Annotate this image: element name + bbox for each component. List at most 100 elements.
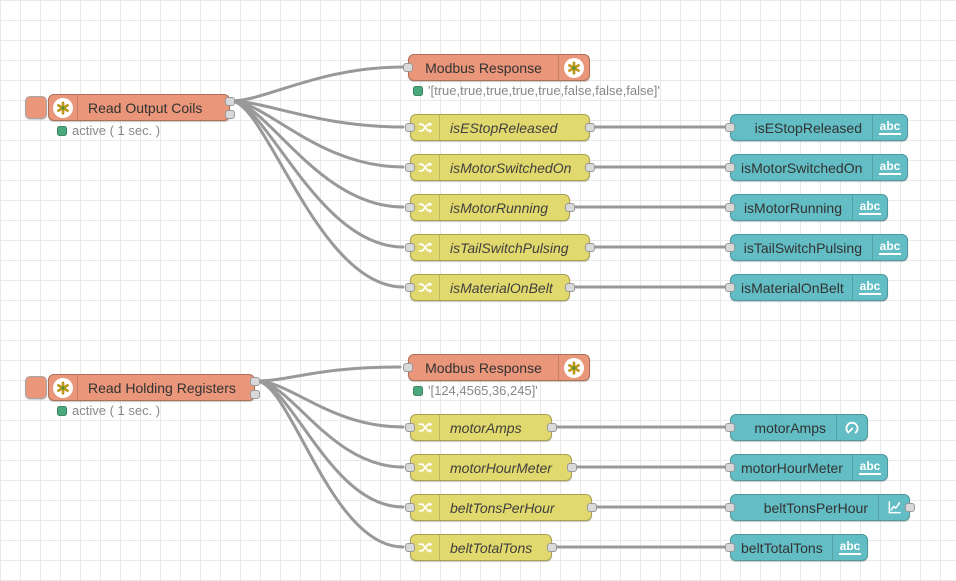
shuffle-icon <box>411 155 440 180</box>
node-uigauge-motoramps[interactable]: motorAmps <box>730 414 868 441</box>
output-port[interactable] <box>567 463 577 472</box>
output-port[interactable] <box>905 503 915 512</box>
node-uichart-belttonsperhour[interactable]: beltTonsPerHour <box>730 494 910 521</box>
input-port[interactable] <box>405 543 415 552</box>
input-port[interactable] <box>725 163 735 172</box>
input-port[interactable] <box>405 163 415 172</box>
node-label: isMaterialOnBelt <box>440 280 569 296</box>
wire[interactable] <box>256 367 400 381</box>
node-modbus-response-registers[interactable]: Modbus Response <box>408 354 590 381</box>
abc-text-icon: abc <box>832 535 867 560</box>
wire[interactable] <box>231 101 403 287</box>
node-label: Modbus Response <box>409 60 558 76</box>
node-uitext-ismotorswitchedon[interactable]: isMotorSwitchedOn abc <box>730 154 908 181</box>
node-change-ismaterialonbelt[interactable]: isMaterialOnBelt <box>410 274 570 301</box>
node-label: Modbus Response <box>409 360 558 376</box>
abc-text-icon: abc <box>872 155 907 180</box>
gauge-icon <box>836 415 867 440</box>
node-read-output-coils[interactable]: Read Output Coils <box>48 94 230 121</box>
status-dot-icon <box>57 406 67 416</box>
modbus-icon <box>49 375 78 400</box>
node-uitext-ismaterialonbelt[interactable]: isMaterialOnBelt abc <box>730 274 888 301</box>
wire[interactable] <box>231 101 403 167</box>
node-status: '[124,4565,36,245]' <box>413 383 538 398</box>
node-change-motorhourmeter[interactable]: motorHourMeter <box>410 454 572 481</box>
input-port[interactable] <box>405 243 415 252</box>
node-uitext-motorhourmeter[interactable]: motorHourMeter abc <box>730 454 888 481</box>
node-uitext-istailswitchpulsing[interactable]: isTailSwitchPulsing abc <box>730 234 908 261</box>
status-dot-icon <box>57 126 67 136</box>
node-label: Read Output Coils <box>78 100 229 116</box>
node-change-belttonsperhour[interactable]: beltTonsPerHour <box>410 494 592 521</box>
input-port[interactable] <box>725 543 735 552</box>
output-port[interactable] <box>585 243 595 252</box>
node-change-isestopreleased[interactable]: isEStopReleased <box>410 114 590 141</box>
node-uitext-ismotorrunning[interactable]: isMotorRunning abc <box>730 194 888 221</box>
node-uitext-isestopreleased[interactable]: isEStopReleased abc <box>730 114 908 141</box>
node-label: isMotorSwitchedOn <box>440 160 589 176</box>
shuffle-icon <box>411 115 440 140</box>
input-port[interactable] <box>405 503 415 512</box>
input-port[interactable] <box>405 203 415 212</box>
wire[interactable] <box>256 381 403 427</box>
node-uitext-belttotaltons[interactable]: beltTotalTons abc <box>730 534 868 561</box>
input-port[interactable] <box>403 63 413 72</box>
node-read-holding-registers[interactable]: Read Holding Registers <box>48 374 255 401</box>
modbus-read-button[interactable] <box>25 96 47 119</box>
node-modbus-response-coils[interactable]: Modbus Response <box>408 54 590 81</box>
output-port[interactable] <box>565 203 575 212</box>
input-port[interactable] <box>405 123 415 132</box>
input-port[interactable] <box>725 503 735 512</box>
modbus-read-button[interactable] <box>25 376 47 399</box>
input-port[interactable] <box>725 243 735 252</box>
node-label: motorHourMeter <box>440 460 571 476</box>
node-status: '[true,true,true,true,true,false,false,f… <box>413 83 660 98</box>
node-change-belttotaltons[interactable]: beltTotalTons <box>410 534 552 561</box>
input-port[interactable] <box>405 463 415 472</box>
node-change-istailswitchpulsing[interactable]: isTailSwitchPulsing <box>410 234 590 261</box>
input-port[interactable] <box>725 203 735 212</box>
node-change-ismotorrunning[interactable]: isMotorRunning <box>410 194 570 221</box>
node-label: isTailSwitchPulsing <box>440 240 589 256</box>
modbus-icon <box>558 55 589 80</box>
abc-text-icon: abc <box>852 275 887 300</box>
node-change-motoramps[interactable]: motorAmps <box>410 414 552 441</box>
input-port[interactable] <box>405 283 415 292</box>
output-port[interactable] <box>225 110 235 119</box>
input-port[interactable] <box>725 463 735 472</box>
output-port[interactable] <box>565 283 575 292</box>
status-text: active ( 1 sec. ) <box>72 403 160 418</box>
node-status: active ( 1 sec. ) <box>57 123 160 138</box>
output-port[interactable] <box>585 163 595 172</box>
status-text: '[true,true,true,true,true,false,false,f… <box>428 83 660 98</box>
node-label: isMotorRunning <box>440 200 569 216</box>
output-port[interactable] <box>547 423 557 432</box>
node-label: beltTonsPerHour <box>440 500 591 516</box>
input-port[interactable] <box>725 123 735 132</box>
shuffle-icon <box>411 455 440 480</box>
status-text: active ( 1 sec. ) <box>72 123 160 138</box>
node-label: motorHourMeter <box>731 460 852 476</box>
output-port[interactable] <box>250 390 260 399</box>
output-port[interactable] <box>225 97 235 106</box>
modbus-icon <box>558 355 589 380</box>
node-label: isMotorRunning <box>731 200 852 216</box>
node-label: isMotorSwitchedOn <box>731 160 872 176</box>
node-label: isEStopReleased <box>731 120 872 136</box>
input-port[interactable] <box>725 283 735 292</box>
input-port[interactable] <box>725 423 735 432</box>
input-port[interactable] <box>405 423 415 432</box>
shuffle-icon <box>411 275 440 300</box>
status-text: '[124,4565,36,245]' <box>428 383 538 398</box>
node-label: beltTotalTons <box>440 540 551 556</box>
wire[interactable] <box>231 67 403 101</box>
output-port[interactable] <box>547 543 557 552</box>
output-port[interactable] <box>250 377 260 386</box>
output-port[interactable] <box>587 503 597 512</box>
input-port[interactable] <box>403 363 413 372</box>
node-change-ismotorswitchedon[interactable]: isMotorSwitchedOn <box>410 154 590 181</box>
output-port[interactable] <box>585 123 595 132</box>
abc-text-icon: abc <box>872 115 907 140</box>
node-label: isTailSwitchPulsing <box>731 240 872 256</box>
